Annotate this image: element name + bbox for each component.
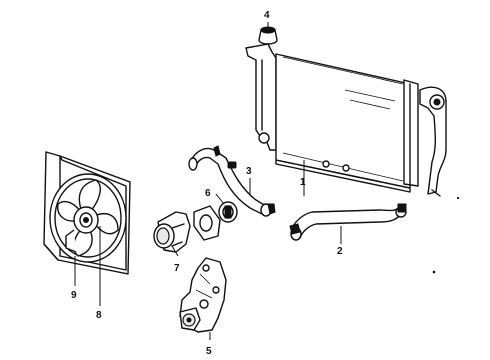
thermostat bbox=[218, 201, 238, 223]
callout-2: 2 bbox=[337, 246, 343, 257]
scan-speck bbox=[432, 270, 436, 274]
callout-9: 9 bbox=[71, 290, 77, 301]
radiator bbox=[245, 43, 447, 197]
callout-4: 4 bbox=[264, 10, 270, 21]
callout-3: 3 bbox=[246, 166, 252, 177]
callout-6: 6 bbox=[205, 188, 211, 199]
cooling-fan bbox=[57, 179, 119, 257]
water-pump bbox=[179, 257, 227, 333]
callouts: 4 1 3 6 2 7 5 9 8 bbox=[71, 10, 343, 357]
callout-5: 5 bbox=[206, 346, 212, 357]
leader-lines bbox=[74, 22, 342, 340]
thermostat-housing bbox=[153, 211, 191, 253]
callout-1: 1 bbox=[300, 177, 306, 188]
callout-8: 8 bbox=[96, 310, 102, 321]
callout-7: 7 bbox=[174, 263, 180, 274]
lower-radiator-hose bbox=[289, 203, 407, 241]
radiator-cap bbox=[258, 26, 278, 45]
upper-radiator-hose bbox=[188, 145, 276, 217]
scan-speck bbox=[456, 196, 460, 200]
thermostat-gasket bbox=[193, 205, 221, 241]
